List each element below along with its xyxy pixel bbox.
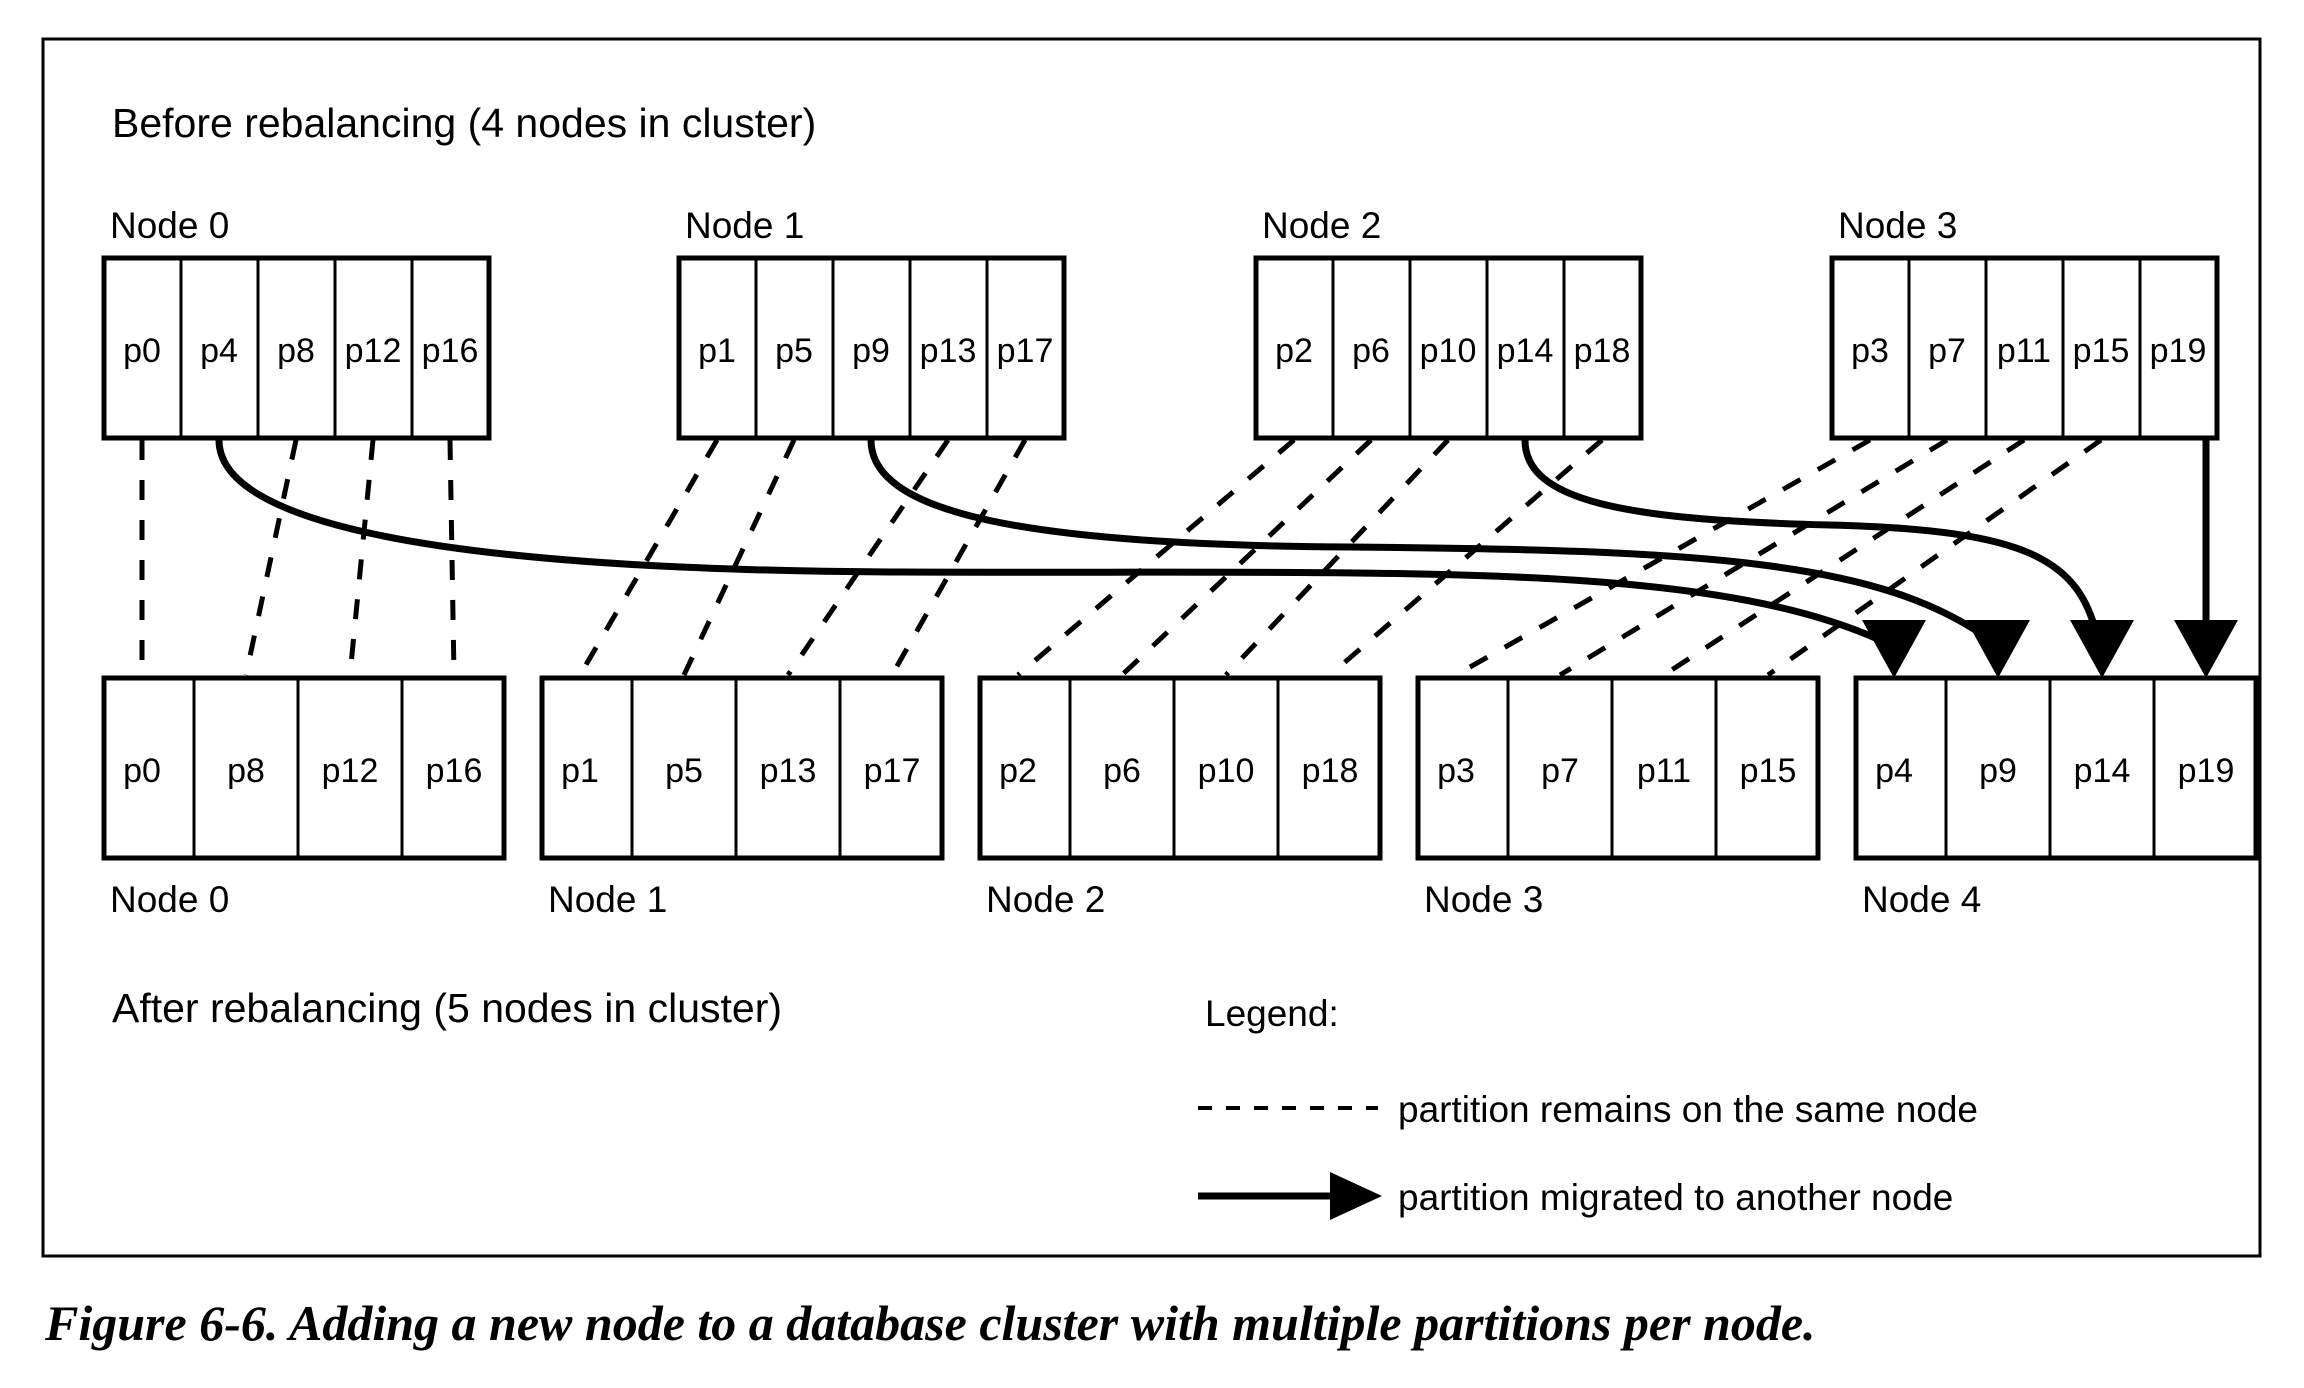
stay-line-p7: [1558, 437, 1949, 678]
before-node-1-partition-0: p1: [698, 332, 736, 370]
after-node-2-partition-0: p2: [999, 752, 1037, 790]
after-node-0-partition-3: p16: [426, 752, 483, 790]
legend-entry-1-label: partition migrated to another node: [1398, 1177, 1953, 1218]
after-node-2: p2 p6 p10 p18 Node 2: [977, 675, 1383, 920]
legend-arrow-sample-head: [1330, 1172, 1382, 1220]
migration-arrowhead-p14: [2070, 620, 2134, 678]
after-node-4-partition-0: p4: [1875, 752, 1913, 790]
before-node-2: Node 2 p2 p6 p10 p14 p18: [1253, 205, 1644, 441]
before-node-3: Node 3 p3 p7 p11 p15 p19: [1829, 205, 2220, 441]
before-node-1-label: Node 1: [685, 205, 804, 246]
before-node-0-partition-0: p0: [123, 332, 161, 370]
stay-line-p15: [1766, 437, 2103, 678]
before-node-0: Node 0 p0 p4 p8 p12 p16: [101, 205, 492, 441]
after-node-3-partition-1: p7: [1541, 752, 1579, 790]
after-node-1-partition-2: p13: [760, 752, 817, 790]
migration-curve-p14: [1521, 439, 2102, 641]
before-node-0-partition-1: p4: [200, 332, 238, 370]
after-node-2-label: Node 2: [986, 879, 1105, 920]
before-node-3-box: [1829, 255, 2220, 441]
before-node-3-partition-4: p19: [2150, 332, 2207, 370]
before-node-2-partition-1: p6: [1352, 332, 1390, 370]
stay-line-p6: [1120, 438, 1373, 677]
legend-title: Legend:: [1205, 993, 1339, 1034]
after-node-3-label: Node 3: [1424, 879, 1543, 920]
partition-migration-arrows: [215, 439, 2238, 678]
legend: Legend: partition remains on the same no…: [1198, 993, 1978, 1220]
before-node-1-partition-1: p5: [775, 332, 813, 370]
before-node-3-partition-1: p7: [1928, 332, 1966, 370]
figure-caption: Figure 6-6. Adding a new node to a datab…: [44, 1295, 1816, 1351]
after-node-4-label: Node 4: [1862, 879, 1981, 920]
after-node-3-box: [1415, 675, 1821, 861]
migration-curve-p4: [215, 439, 1882, 644]
stay-line-p8: [243, 439, 299, 676]
before-node-1-box: [676, 255, 1067, 441]
after-node-0-partition-2: p12: [322, 752, 379, 790]
before-node-0-partition-2: p8: [277, 332, 315, 370]
after-node-2-partition-2: p10: [1198, 752, 1255, 790]
stay-line-p1: [577, 438, 720, 677]
after-node-1-partition-3: p17: [864, 752, 921, 790]
after-node-1-box: [539, 675, 945, 861]
before-node-0-label: Node 0: [110, 205, 229, 246]
migration-arrowhead-p4: [1862, 620, 1926, 678]
after-node-1-partition-1: p5: [665, 752, 703, 790]
after-node-0-label: Node 0: [110, 879, 229, 920]
stay-line-p10: [1224, 438, 1450, 677]
before-node-0-partition-4: p16: [422, 332, 479, 370]
after-node-3-partition-2: p11: [1637, 752, 1691, 790]
before-node-1-partition-2: p9: [852, 332, 890, 370]
before-node-3-partition-3: p15: [2073, 332, 2130, 370]
after-node-2-partition-1: p6: [1103, 752, 1141, 790]
after-rebalancing-heading: After rebalancing (5 nodes in cluster): [112, 985, 782, 1031]
after-node-3-partition-0: p3: [1437, 752, 1475, 790]
partition-stays-lines: [139, 437, 2103, 678]
before-node-0-partition-3: p12: [345, 332, 402, 370]
after-node-0-partition-1: p8: [227, 752, 265, 790]
after-node-4-box: [1853, 675, 2259, 861]
after-node-1-label: Node 1: [548, 879, 667, 920]
after-node-4-partition-3: p19: [2178, 752, 2235, 790]
after-node-0-box: [101, 675, 507, 861]
before-node-1-partition-3: p13: [920, 332, 977, 370]
migration-curve-p9: [867, 439, 1993, 643]
after-node-1: p1 p5 p13 p17 Node 1: [539, 675, 945, 920]
before-node-3-label: Node 3: [1838, 205, 1957, 246]
stay-line-p17: [889, 438, 1028, 677]
before-node-1-partition-4: p17: [997, 332, 1054, 370]
stay-line-p5: [681, 438, 797, 677]
before-node-3-partition-2: p11: [1997, 332, 2051, 370]
before-node-2-box: [1253, 255, 1644, 441]
migration-arrowhead-p19: [2174, 620, 2238, 678]
before-node-2-partition-0: p2: [1275, 332, 1313, 370]
before-node-2-label: Node 2: [1262, 205, 1381, 246]
before-node-2-partition-3: p14: [1497, 332, 1554, 370]
before-node-2-partition-2: p10: [1420, 332, 1477, 370]
after-node-4-partition-2: p14: [2074, 752, 2131, 790]
after-node-2-partition-3: p18: [1302, 752, 1359, 790]
after-node-4: p4 p9 p14 p19 Node 4: [1853, 675, 2259, 920]
migration-arrowhead-p9: [1966, 620, 2030, 678]
before-node-2-partition-4: p18: [1574, 332, 1631, 370]
after-node-3: p3 p7 p11 p15 Node 3: [1415, 675, 1821, 920]
after-node-0: p0 p8 p12 p16 Node 0: [101, 675, 507, 920]
legend-entry-0-label: partition remains on the same node: [1398, 1089, 1978, 1130]
before-node-1: Node 1 p1 p5 p9 p13 p17: [676, 205, 1067, 441]
before-node-3-partition-0: p3: [1851, 332, 1889, 370]
after-node-2-box: [977, 675, 1383, 861]
after-node-4-partition-1: p9: [1979, 752, 2017, 790]
after-node-0-partition-0: p0: [123, 752, 161, 790]
stay-line-p18: [1328, 438, 1604, 677]
stay-line-p13: [785, 438, 951, 677]
before-rebalancing-heading: Before rebalancing (4 nodes in cluster): [112, 100, 816, 146]
stay-line-p11: [1662, 437, 2026, 678]
after-node-3-partition-3: p15: [1740, 752, 1797, 790]
before-node-0-box: [101, 255, 492, 441]
after-node-1-partition-0: p1: [561, 752, 599, 790]
